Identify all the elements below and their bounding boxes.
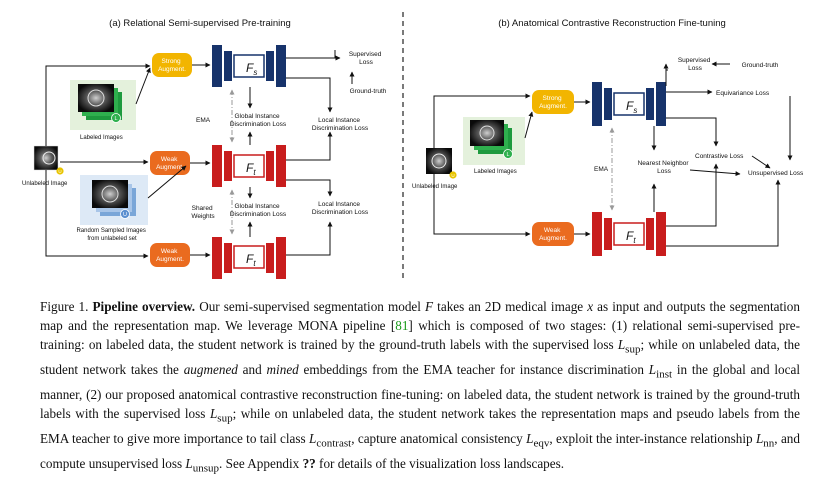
panel-a-title: (a) Relational Semi-supervised Pre-train… bbox=[109, 18, 291, 29]
labeled-images-label-a: Labeled Images bbox=[80, 135, 123, 141]
nearest-neighbor-loss: Nearest Neighbor Loss bbox=[638, 160, 691, 175]
panel-a: (a) Relational Semi-supervised Pre-train… bbox=[22, 18, 387, 279]
svg-text:L: L bbox=[114, 116, 117, 122]
unlabeled-badge-icon bbox=[56, 167, 64, 175]
panel-b: (b) Anatomical Contrastive Reconstructio… bbox=[412, 18, 804, 256]
svg-text:Fs: Fs bbox=[246, 61, 257, 77]
svg-text:U: U bbox=[451, 173, 454, 178]
global-loss-a-2: Global Instance Discrimination Loss bbox=[230, 203, 287, 218]
unlabeled-image-a: U Unlabeled Image bbox=[22, 145, 68, 187]
svg-text:Weak Augment.: Weak Augment. bbox=[156, 248, 184, 263]
svg-text:Ft: Ft bbox=[246, 252, 256, 268]
ema-label-b: EMA bbox=[594, 166, 609, 173]
student-network-a: Fs bbox=[212, 45, 286, 87]
strong-augment-a: Strong Augment. bbox=[152, 53, 192, 77]
teacher-network-b: Ft bbox=[592, 212, 666, 256]
arrows-a bbox=[45, 50, 355, 259]
svg-text:U: U bbox=[123, 212, 127, 218]
labeled-badge-icon bbox=[111, 113, 121, 123]
labeled-images-a: L Labeled Images bbox=[70, 80, 136, 141]
unlabeled-image-label-a: Unlabeled Image bbox=[22, 181, 68, 187]
supervised-loss-a: Supervised Loss bbox=[349, 51, 383, 66]
svg-text:L: L bbox=[506, 152, 509, 158]
svg-text:Strong Augment.: Strong Augment. bbox=[539, 95, 567, 110]
caption-label: Figure 1. bbox=[40, 299, 89, 314]
ground-truth-a: Ground-truth bbox=[350, 88, 387, 95]
teacher-network-a-2: Ft bbox=[212, 237, 286, 279]
caption-title: Pipeline overview. bbox=[92, 299, 196, 314]
local-loss-a-2: Local Instance Discrimination Loss bbox=[312, 201, 369, 216]
unlabeled-image-label-b: Unlabeled Image bbox=[412, 184, 458, 190]
contrastive-loss: Contrastive Loss bbox=[695, 153, 744, 160]
ground-truth-b: Ground-truth bbox=[742, 62, 779, 69]
local-loss-a-1: Local Instance Discrimination Loss bbox=[312, 117, 369, 132]
panel-b-title: (b) Anatomical Contrastive Reconstructio… bbox=[498, 18, 726, 29]
supervised-loss-b: Supervised Loss bbox=[678, 57, 712, 72]
citation-link[interactable]: 81 bbox=[395, 318, 409, 334]
random-sampled-label: Random Sampled Images from unlabeled set bbox=[76, 228, 147, 242]
svg-text:Strong Augment.: Strong Augment. bbox=[158, 58, 186, 73]
global-loss-a-1: Global Instance Discrimination Loss bbox=[230, 113, 287, 128]
svg-text:U: U bbox=[58, 169, 61, 174]
svg-text:Weak Augment.: Weak Augment. bbox=[156, 156, 184, 171]
equivariance-loss: Equivariance Loss bbox=[716, 90, 770, 97]
random-sampled-images: U Random Sampled Images from unlabeled s… bbox=[76, 175, 148, 242]
appendix-ref[interactable]: ?? bbox=[302, 455, 316, 471]
weak-augment-a: Weak Augment. bbox=[150, 151, 190, 175]
weak-augment-b: Weak Augment. bbox=[532, 222, 574, 246]
labeled-images-label-b: Labeled Images bbox=[474, 169, 517, 175]
figure-caption: Figure 1. Pipeline overview. Our semi-su… bbox=[40, 299, 801, 475]
unsupervised-loss: Unsupervised Loss bbox=[748, 170, 804, 177]
unlabeled-image-b: U Unlabeled Image bbox=[412, 148, 458, 190]
svg-text:Weak Augment.: Weak Augment. bbox=[539, 227, 567, 242]
unlabeled-set-badge-icon bbox=[120, 209, 130, 219]
pipeline-figure: (a) Relational Semi-supervised Pre-train… bbox=[22, 12, 804, 282]
student-network-b: Fs bbox=[592, 82, 666, 126]
weak-augment-a-2: Weak Augment. bbox=[150, 243, 190, 267]
teacher-network-a: Ft bbox=[212, 145, 286, 187]
arrows-b bbox=[433, 61, 793, 247]
strong-augment-b: Strong Augment. bbox=[532, 90, 574, 114]
labeled-images-b: L Labeled Images bbox=[463, 117, 525, 175]
ema-label-a: EMA bbox=[196, 117, 211, 124]
shared-weights-label: Shared Weights bbox=[191, 205, 215, 220]
svg-text:Ft: Ft bbox=[626, 229, 636, 245]
svg-text:Fs: Fs bbox=[626, 99, 637, 115]
svg-text:Ft: Ft bbox=[246, 161, 256, 177]
